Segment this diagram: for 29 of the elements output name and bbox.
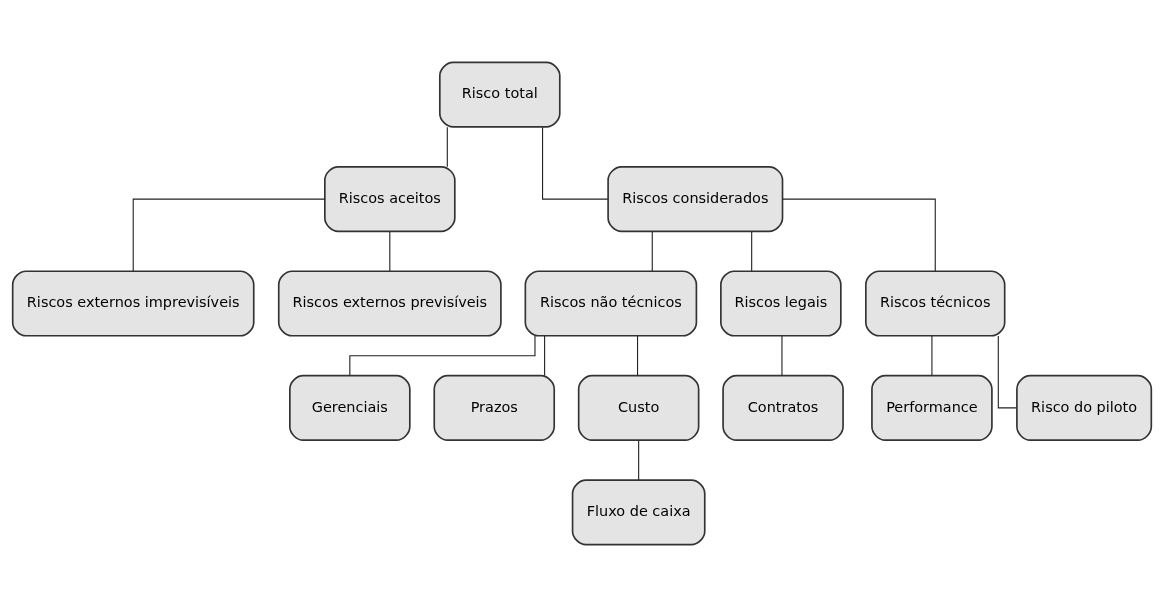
connector: [781, 335, 783, 377]
node-box: Risco total: [438, 61, 561, 128]
node-box: Riscos considerados: [607, 166, 784, 233]
connector: [544, 335, 546, 377]
connector: [638, 439, 640, 481]
connector: [132, 198, 326, 272]
node-box: Fluxo de caixa: [571, 479, 706, 546]
node-box: Prazos: [433, 374, 556, 441]
connector: [782, 198, 936, 272]
connector: [389, 231, 391, 272]
connector: [751, 231, 753, 272]
node-box: Gerenciais: [289, 374, 411, 441]
connector: [349, 335, 536, 376]
node-box: Riscos legais: [720, 270, 842, 337]
connector: [651, 231, 653, 272]
node-box: Performance: [871, 374, 993, 441]
node-box: Custo: [577, 374, 700, 441]
node-box: Riscos técnicos: [865, 270, 1006, 337]
node-box: Contratos: [722, 374, 844, 441]
node-box: Risco do piloto: [1016, 374, 1153, 441]
node-box: Riscos externos previsíveis: [277, 270, 502, 337]
node-box: Riscos não técnicos: [524, 270, 698, 337]
node-box: Riscos aceitos: [324, 166, 456, 233]
connector: [931, 335, 933, 377]
connector: [542, 126, 609, 200]
connector: [637, 335, 639, 377]
connector: [446, 126, 448, 168]
node-box: Riscos externos imprevisíveis: [11, 270, 255, 337]
connector: [997, 335, 1018, 409]
